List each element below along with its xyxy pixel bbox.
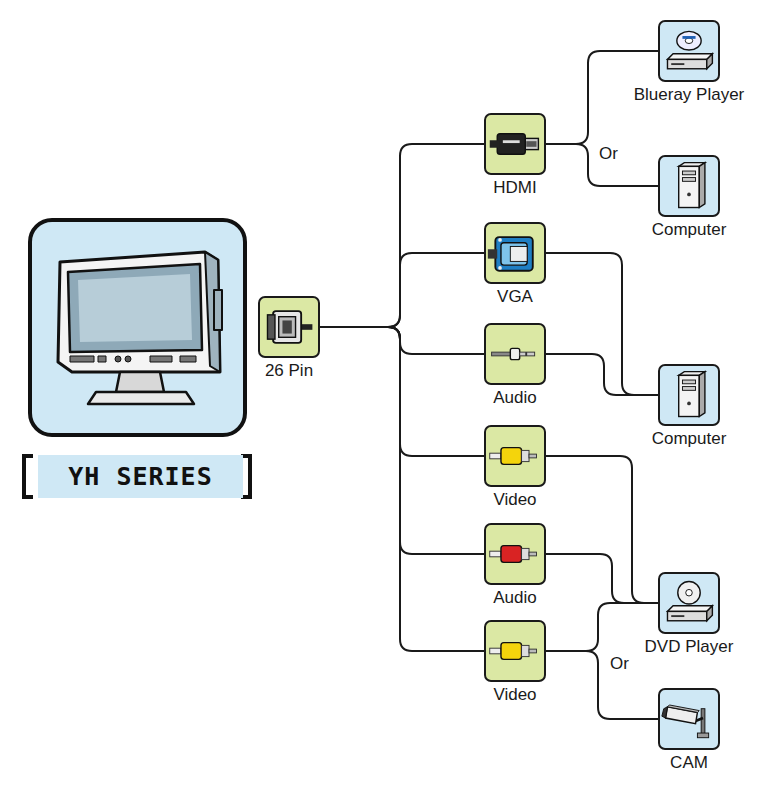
monitor-symbol [58, 252, 222, 404]
cable-line [546, 651, 658, 719]
icon-symbol [486, 224, 544, 282]
device-label: Audio [484, 588, 546, 608]
device-node: HDMI [484, 113, 546, 198]
device-label: DVD Player [643, 637, 736, 657]
cable-line [320, 144, 484, 327]
cable-line [546, 554, 658, 603]
device-label: 26 Pin [258, 361, 320, 381]
device-node: Video [484, 620, 546, 705]
device-icon [258, 296, 320, 358]
cable-line [320, 327, 484, 554]
device-label: Blueray Player [632, 85, 747, 105]
icon-symbol [660, 366, 718, 424]
monitor-frame [30, 220, 245, 435]
device-label: Video [484, 490, 546, 510]
icon-symbol [660, 690, 718, 748]
device-node: CAM [658, 688, 720, 773]
device-node: DVD Player [643, 572, 736, 657]
icon-symbol [660, 574, 718, 632]
series-title: YH SERIES [68, 462, 212, 491]
cable-line [320, 327, 484, 456]
icon-symbol [660, 157, 718, 215]
device-label: HDMI [484, 178, 546, 198]
cable-line [320, 327, 484, 651]
device-node: Computer [650, 364, 729, 449]
device-icon [658, 572, 720, 634]
device-icon [658, 155, 720, 217]
device-node: Computer [650, 155, 729, 240]
device-icon [484, 620, 546, 682]
icon-symbol [260, 298, 318, 356]
device-label: CAM [658, 753, 720, 773]
device-icon [484, 222, 546, 284]
device-node: Blueray Player [632, 20, 747, 105]
device-node: Audio [484, 523, 546, 608]
device-node: Audio [484, 323, 546, 408]
icon-symbol [660, 22, 718, 80]
device-label: VGA [484, 287, 546, 307]
icon-symbol [486, 622, 544, 680]
device-label: Computer [650, 429, 729, 449]
device-icon [484, 425, 546, 487]
bracket [24, 456, 250, 497]
icon-symbol [486, 525, 544, 583]
icon-symbol [486, 427, 544, 485]
cable-line [546, 603, 658, 651]
cable-line [546, 354, 658, 395]
device-label: Audio [484, 388, 546, 408]
device-icon [658, 364, 720, 426]
icon-symbol [486, 325, 544, 383]
device-label: Video [484, 685, 546, 705]
or-label: Or [597, 144, 620, 164]
cable-line [320, 253, 484, 327]
device-node: VGA [484, 222, 546, 307]
device-node: 26 Pin [258, 296, 320, 381]
icon-symbol [486, 115, 544, 173]
device-icon [484, 523, 546, 585]
device-icon [658, 20, 720, 82]
series-band: YH SERIES [38, 455, 243, 498]
device-node: Video [484, 425, 546, 510]
cable-line [320, 327, 484, 354]
cable-line [546, 144, 658, 186]
device-label: Computer [650, 220, 729, 240]
device-icon [484, 323, 546, 385]
device-icon [658, 688, 720, 750]
cable-line [546, 253, 658, 395]
device-icon [484, 113, 546, 175]
or-label: Or [608, 654, 631, 674]
cable-line [546, 456, 658, 603]
